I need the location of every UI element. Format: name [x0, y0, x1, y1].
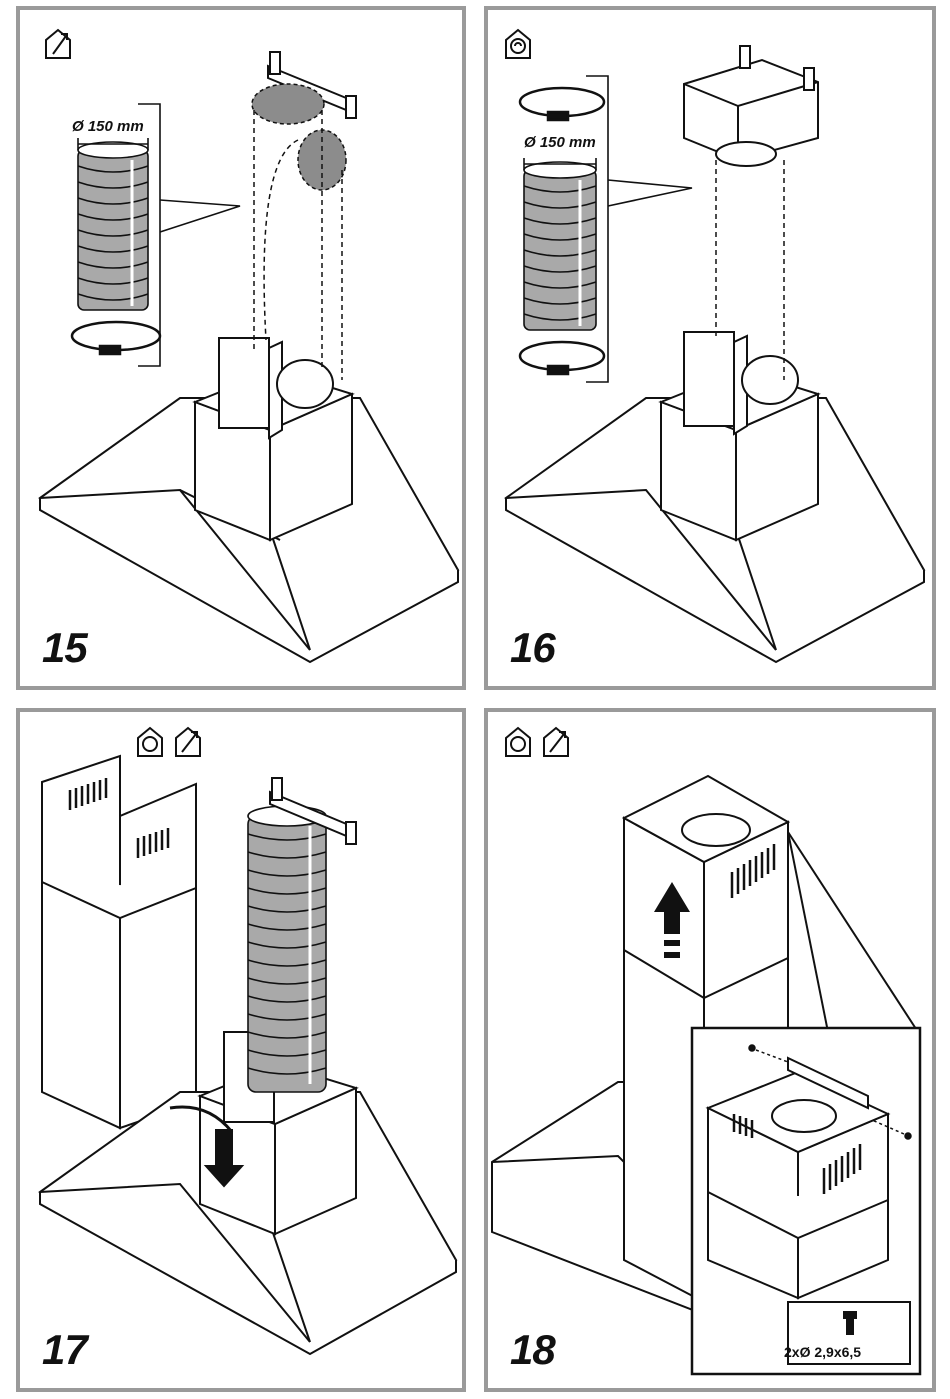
- motor-housing: [195, 338, 352, 540]
- duct-diameter-label: Ø 150 mm: [524, 134, 596, 151]
- flexible-duct: [524, 162, 596, 330]
- panel-step-18: 2xØ 2,9x6,5 18: [484, 708, 936, 1392]
- chimney-cover: [42, 756, 196, 1128]
- panel-step-17: 17: [16, 708, 466, 1392]
- step-number: 17: [42, 1326, 87, 1374]
- step-16-illustration: [488, 10, 932, 686]
- hose-clamp-lower: [520, 342, 604, 374]
- hose-clamp: [520, 88, 604, 120]
- detail-callout-lines: [788, 832, 918, 1032]
- step-number: 16: [510, 624, 555, 672]
- hose-clamp: [72, 322, 160, 354]
- wall-outlet-top: [252, 84, 324, 124]
- recirculation-icon: [138, 728, 162, 756]
- motor-housing: [661, 332, 818, 540]
- panel-step-15: Ø 150 mm 15: [16, 6, 466, 690]
- step-number: 15: [42, 624, 87, 672]
- step-number: 18: [510, 1326, 555, 1374]
- step-18-illustration: [488, 712, 932, 1388]
- flexible-duct: [78, 142, 148, 310]
- screw-spec-label: 2xØ 2,9x6,5: [784, 1344, 861, 1360]
- recirculation-icon: [506, 728, 530, 756]
- step-15-illustration: [20, 10, 462, 686]
- panel-step-16: Ø 150 mm 16: [484, 6, 936, 690]
- recirculation-icon: [506, 30, 530, 58]
- step-17-illustration: [20, 712, 462, 1388]
- ducted-exhaust-icon: [176, 728, 200, 756]
- recirculation-deflector: [684, 46, 818, 166]
- duct-diameter-label: Ø 150 mm: [72, 118, 144, 135]
- flexible-duct: [248, 806, 326, 1092]
- ducted-exhaust-icon: [46, 30, 70, 58]
- ducted-exhaust-icon: [544, 728, 568, 756]
